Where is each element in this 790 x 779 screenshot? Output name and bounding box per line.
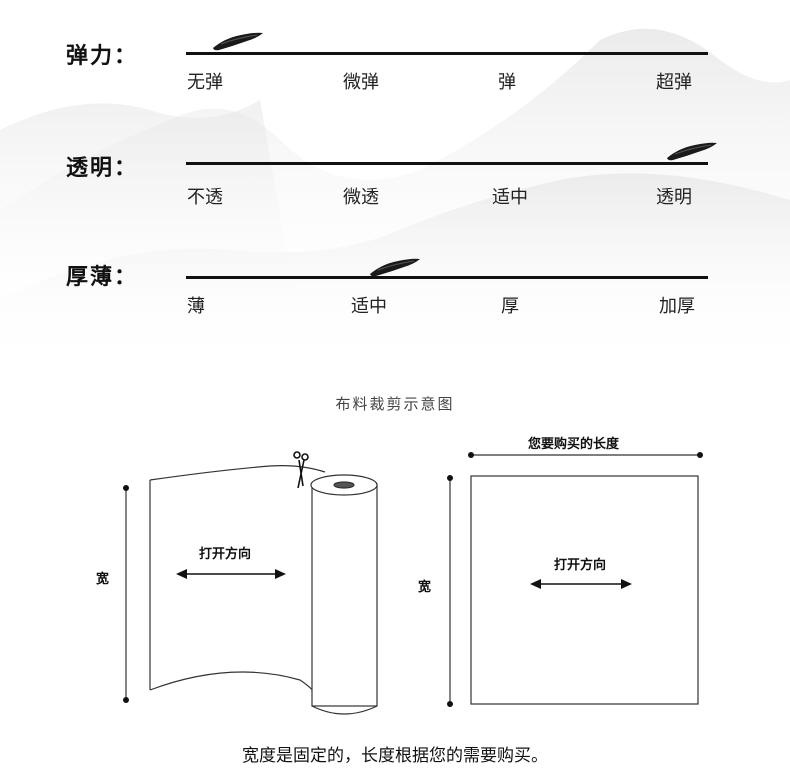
- scale-label: 适中: [492, 187, 528, 208]
- scale-label: 弹: [498, 72, 516, 93]
- roll-direction-label: 打开方向: [199, 547, 252, 562]
- sheet-length-label: 您要购买的长度: [528, 437, 620, 452]
- double-arrow-icon: [176, 569, 286, 579]
- fabric-roll-bottom: [311, 705, 378, 715]
- scale-label: 厚: [501, 296, 519, 317]
- sheet-direction-label: 打开方向: [554, 558, 607, 573]
- fabric-sheet-outline: [149, 465, 326, 481]
- scale-line: [186, 276, 708, 279]
- roll-width-label: 宽: [96, 572, 110, 587]
- scale-label: 不透: [187, 187, 223, 208]
- brush-stroke-marker: [667, 142, 718, 161]
- fabric-roll-core: [333, 481, 355, 489]
- scale-label: 透明: [656, 187, 692, 208]
- double-arrow-icon: [530, 579, 632, 589]
- scale-line: [186, 162, 708, 165]
- scale-title-elasticity: 弹力：: [66, 43, 139, 69]
- fabric-sheet-bottom: [149, 671, 321, 701]
- scale-label: 无弹: [187, 72, 223, 93]
- caption: 宽度是固定的，长度根据您的需要购买。: [242, 746, 548, 766]
- scale-label: 微透: [343, 187, 379, 208]
- scale-label: 薄: [187, 296, 205, 317]
- scale-label: 微弹: [343, 72, 379, 93]
- fabric-roll-body: [311, 483, 378, 707]
- scale-label: 超弹: [656, 72, 692, 93]
- scissors-icon: [293, 451, 309, 489]
- sheet-width-label: 宽: [418, 580, 432, 595]
- fabric-sheet-rect: [470, 475, 699, 705]
- diagram-title: 布料裁剪示意图: [335, 395, 455, 413]
- scale-line: [186, 52, 708, 55]
- brush-stroke-marker: [213, 32, 264, 51]
- scale-title-transparency: 透明：: [66, 155, 139, 181]
- scale-label: 加厚: [659, 296, 695, 317]
- scale-label: 适中: [351, 296, 387, 317]
- brush-stroke-marker: [369, 258, 420, 277]
- scale-title-thickness: 厚薄：: [66, 264, 139, 290]
